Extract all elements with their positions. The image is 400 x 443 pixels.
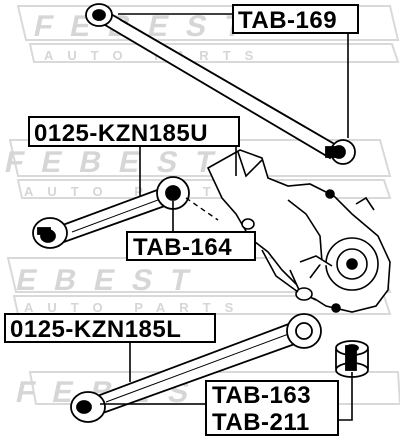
part-label-0125-kzn185u: 0125-KZN185U [28,116,240,147]
long-lateral-rod [85,3,356,165]
rear-knuckle [206,149,391,313]
part-label-tab-163: TAB-163 [212,382,312,409]
part-label-tab-164: TAB-164 [126,231,256,261]
lower-control-arm [70,313,322,423]
part-label-0125-kzn185l: 0125-KZN185L [4,313,216,343]
watermark-logo [28,371,400,405]
bushing-tab-163 [335,340,369,378]
watermark-tagline: AUTO PARTS [24,300,247,315]
upper-control-arm [32,176,190,249]
watermark-tagline: AUTO PARTS [44,48,267,63]
assembly-guide-line [185,197,219,221]
watermark-brand: FEBEST [0,264,210,297]
watermark-logo [6,257,392,315]
part-label-tab-169: TAB-169 [232,4,359,34]
part-label-tab-211: TAB-211 [212,409,310,436]
watermark-tagline: AUTO PARTS [24,184,247,199]
part-label-tab-163-tab-211: TAB-163 TAB-211 [205,380,339,436]
watermark-brand: FEBEST [2,146,235,179]
